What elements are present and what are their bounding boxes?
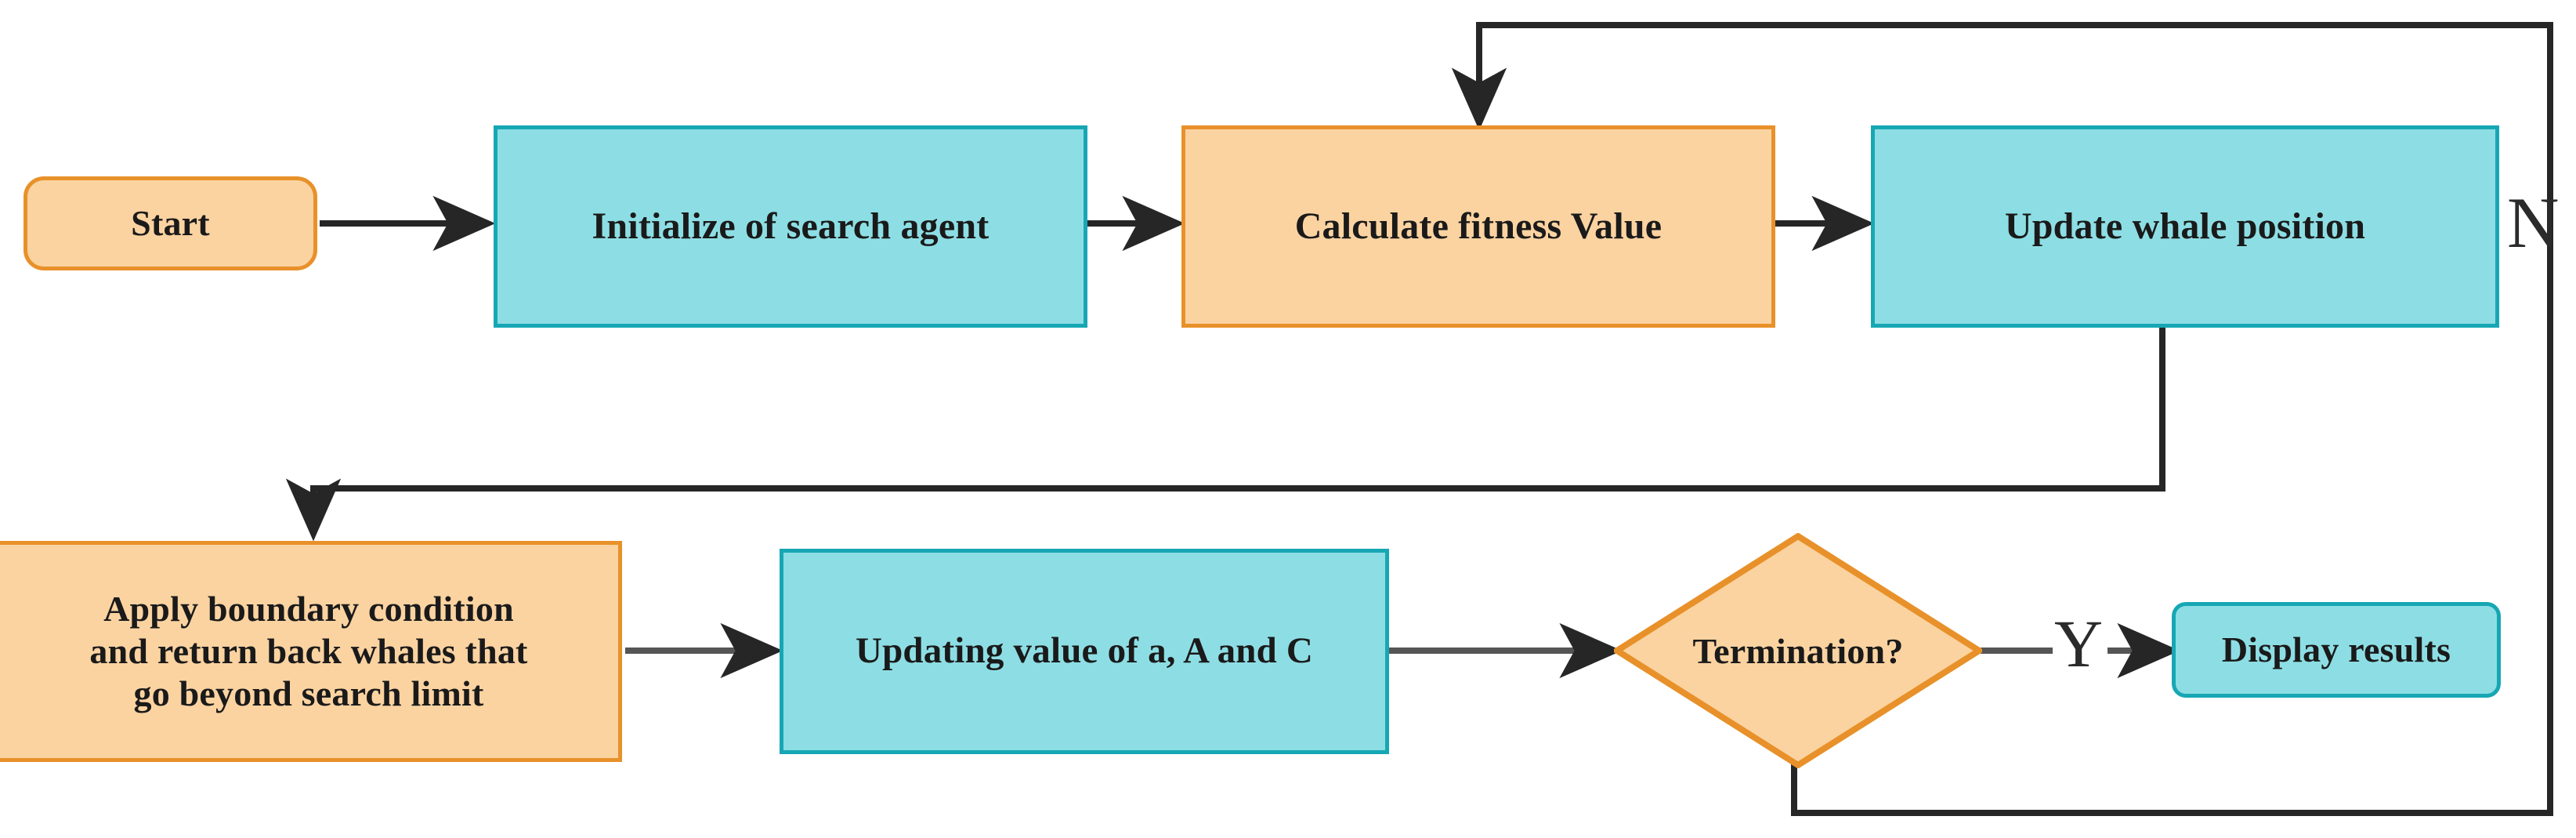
edge-label-no: N (2507, 187, 2559, 259)
node-update-position-label: Update whale position (2004, 205, 2366, 247)
node-fitness-label: Calculate fitness Value (1294, 205, 1662, 247)
edge-label-yes: Y (2054, 610, 2103, 677)
node-start[interactable]: Start (24, 176, 317, 270)
diamond-shape (1614, 533, 1982, 768)
node-update-aac-label: Updating value of a, A and C (855, 630, 1314, 672)
edge-label-no-text: N (2507, 183, 2560, 263)
node-display-results[interactable]: Display results (2172, 602, 2501, 698)
node-updating-value-a-A-C[interactable]: Updating value of a, A and C (780, 549, 1389, 754)
node-display-label: Display results (2221, 629, 2451, 669)
node-boundary-label-line1: Apply boundary condition (103, 588, 514, 629)
edge-label-yes-text: Y (2054, 606, 2104, 681)
node-start-label: Start (131, 202, 210, 243)
node-boundary-label-line3: go beyond search limit (133, 673, 484, 714)
node-termination-decision[interactable]: Termination? (1614, 533, 1982, 768)
edge-termination-no-to-fitness (1451, 22, 2553, 816)
node-update-whale-position[interactable]: Update whale position (1871, 125, 2499, 328)
node-initialize-label: Initialize of search agent (592, 205, 990, 247)
node-initialize-search-agent[interactable]: Initialize of search agent (494, 125, 1087, 328)
node-calculate-fitness-value[interactable]: Calculate fitness Value (1181, 125, 1775, 328)
edge-update-position-to-boundary (285, 328, 2165, 542)
node-boundary-label-line2: and return back whales that (89, 630, 528, 671)
node-termination-label: Termination? (1692, 630, 1904, 671)
node-apply-boundary-condition[interactable]: Apply boundary condition and return back… (0, 541, 622, 762)
